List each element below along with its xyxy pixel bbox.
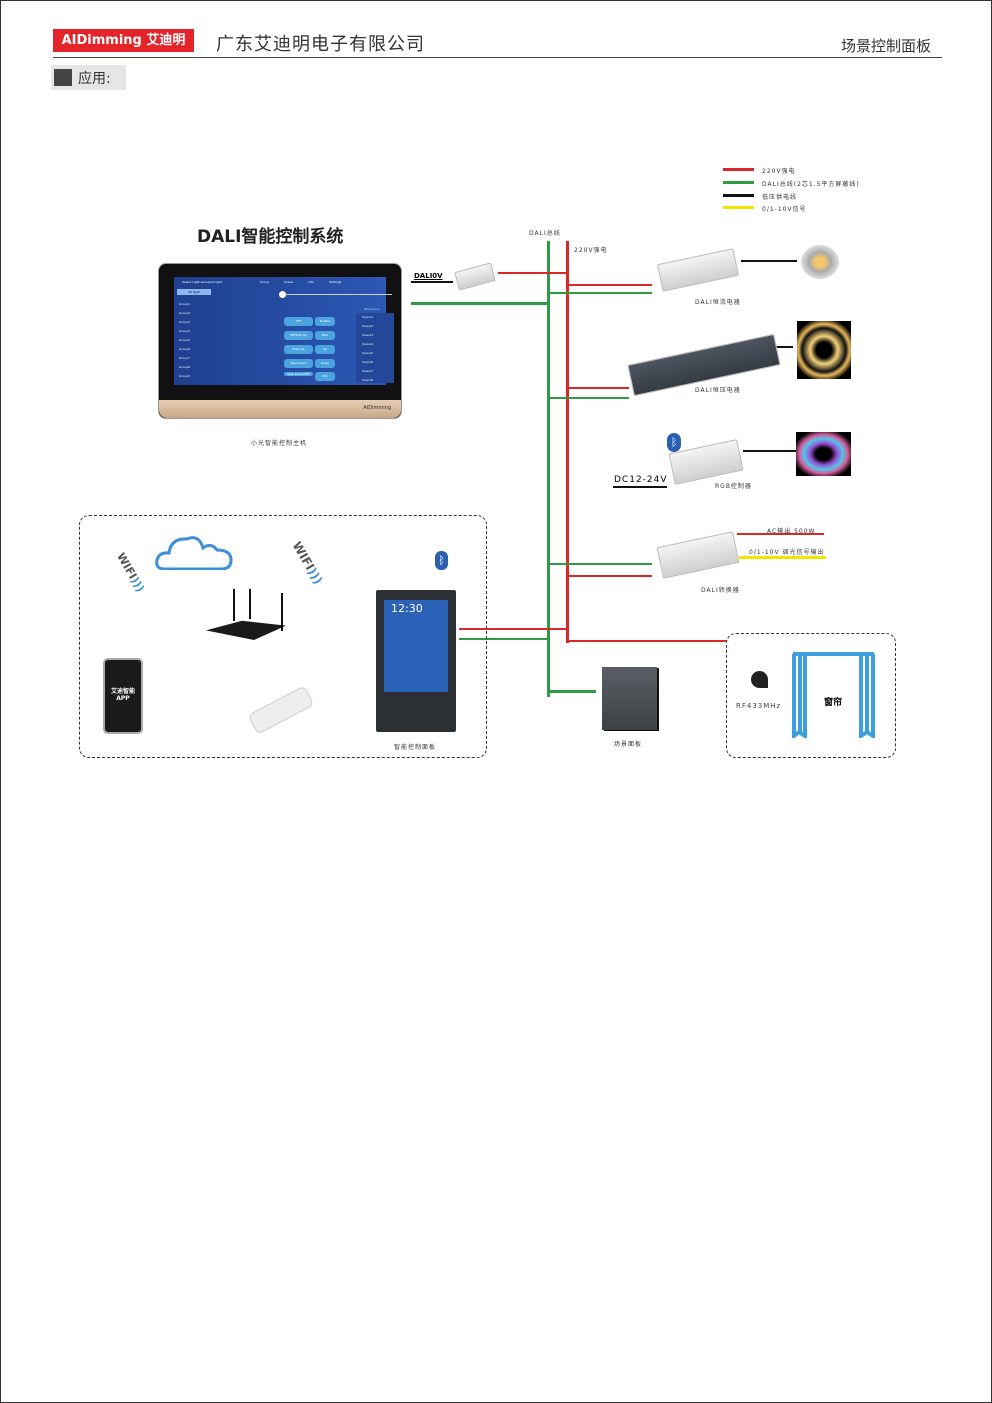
curtain-icon: [791, 652, 876, 741]
logo: AIDimming 艾迪明: [53, 29, 194, 52]
tablet-screen: Select Light Group/All light All light G…: [174, 277, 394, 385]
rf-signal-icon: [751, 671, 768, 688]
legend-label: 220V强电: [762, 168, 796, 175]
dc-label: DC12-24V: [614, 475, 668, 485]
curtain-label: 窗帘: [824, 698, 843, 708]
scene-panel-label: 场景面板: [614, 741, 643, 748]
cloud-icon: [155, 534, 233, 571]
tablet-btn: Step Down/OFF: [284, 372, 313, 376]
tablet-btn: Max: [315, 331, 335, 340]
host-tablet: AIDimming Select Light Group/All light A…: [158, 263, 402, 419]
company-name: 广东艾迪明电子有限公司: [216, 34, 425, 55]
panel-screen: 12:30: [384, 600, 448, 692]
section-heading: 应用:: [51, 65, 126, 90]
app-label: 艾迪智能 APP: [110, 688, 135, 702]
rgb-label: RGB控制器: [715, 483, 752, 490]
led-strip-image: [797, 321, 851, 379]
doc-title: 场景控制面板: [841, 37, 932, 55]
rf-label: RF433MHz: [736, 702, 782, 710]
tablet-btn: Up: [315, 345, 335, 354]
dim-output-label: 0/1-10V 调光信号输出: [749, 549, 825, 556]
scene-panel: [602, 667, 657, 730]
diagram-title: DALI智能控制系统: [197, 227, 344, 247]
wireless-group: [79, 515, 487, 758]
cv-driver-label: DALI恒压电器: [695, 387, 741, 394]
bluetooth-icon: ᛒ: [667, 433, 681, 452]
legend-label: 0/1-10V信号: [762, 206, 807, 213]
tablet-recall: Recall scene: [364, 308, 380, 311]
dali-converter: [656, 531, 740, 579]
rgb-strip-image: [796, 432, 851, 476]
host-caption: 小光智能控制主机: [251, 440, 308, 447]
panel-caption: 智能控制面板: [394, 744, 437, 751]
dali0v-module: [454, 262, 496, 291]
panel-time: 12:30: [391, 602, 423, 615]
tablet-btn: Min: [315, 372, 335, 381]
legend-label: DALI总线(2芯1.5平方屏蔽线): [762, 181, 860, 188]
tablet-tabs: Group Scene Info Settings: [260, 280, 342, 284]
tablet-btn: Off/Step Up: [284, 331, 313, 340]
section-label: 应用:: [78, 71, 111, 87]
section-bullet: [54, 69, 72, 86]
ac-output-label: AC输出 500W: [767, 528, 816, 535]
tablet-slider: [280, 294, 392, 295]
dali-cc-driver: [656, 248, 740, 292]
legend-swatch-red: [723, 168, 754, 171]
tablet-btn: Enable: [315, 317, 335, 326]
legend-swatch-black: [723, 194, 754, 197]
bus-label: DALI总线: [529, 230, 561, 237]
tablet-btn: OFF: [284, 317, 313, 326]
tablet-header: Select Light Group/All light: [182, 280, 223, 284]
smart-panel: 12:30: [376, 590, 456, 732]
tablet-all-light: All light: [177, 289, 211, 295]
bluetooth-icon: ᛒ: [435, 551, 448, 570]
dali0v-label: DALI0V: [414, 272, 443, 280]
legend-swatch-yellow: [723, 206, 754, 209]
tablet-btn: Step Down: [284, 359, 313, 368]
header-rule: [53, 57, 942, 58]
tablet-brand: AIDimming: [363, 405, 391, 411]
power-label: 220V强电: [574, 247, 608, 254]
curtain-group: [726, 633, 896, 758]
tablet-btn: Down: [315, 359, 335, 368]
cc-driver-label: DALI恒流电器: [695, 299, 741, 306]
downlight-icon: [801, 245, 839, 279]
legend-label: 低压供电线: [762, 194, 798, 201]
converter-label: DALI转换器: [701, 587, 740, 594]
tablet-bezel: AIDimming: [159, 400, 401, 418]
legend-swatch-green: [723, 181, 754, 184]
tablet-btn: Step Up: [284, 345, 313, 354]
phone-icon: 艾迪智能 APP: [103, 658, 143, 734]
